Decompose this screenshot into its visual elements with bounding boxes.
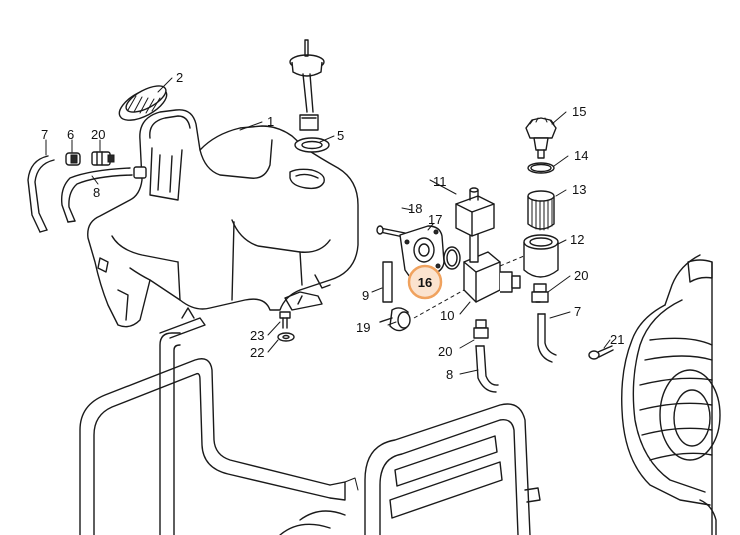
hoses-left bbox=[27, 151, 147, 233]
callout-20-center: 20 bbox=[438, 344, 452, 359]
pump-body bbox=[413, 219, 525, 319]
callout-7-left: 7 bbox=[41, 127, 48, 142]
callout-22: 22 bbox=[250, 345, 264, 360]
callout-14: 14 bbox=[574, 148, 588, 163]
callout-23: 23 bbox=[250, 328, 264, 343]
filler-cap bbox=[118, 85, 168, 121]
callout-8-left: 8 bbox=[93, 185, 100, 200]
callout-2: 2 bbox=[176, 70, 183, 85]
callout-6: 6 bbox=[67, 127, 74, 142]
frame bbox=[79, 307, 541, 535]
highlighted-callout-16[interactable]: 16 bbox=[407, 264, 443, 300]
screw-21 bbox=[588, 345, 614, 360]
callout-16[interactable]: 16 bbox=[418, 275, 432, 290]
callout-12: 12 bbox=[570, 232, 584, 247]
callout-labels: 2 1 5 7 6 20 8 18 17 11 9 19 10 15 14 13… bbox=[41, 70, 624, 382]
hoses-center bbox=[473, 283, 557, 393]
bolt-and-washer bbox=[277, 311, 295, 342]
leader-lines bbox=[45, 77, 611, 375]
vent-cap-assembly bbox=[289, 39, 330, 153]
callout-10: 10 bbox=[440, 308, 454, 323]
callout-18: 18 bbox=[408, 201, 422, 216]
callout-11: 11 bbox=[433, 174, 447, 189]
callout-21: 21 bbox=[610, 332, 624, 347]
callout-7-right: 7 bbox=[574, 304, 581, 319]
callout-15: 15 bbox=[572, 104, 586, 119]
callout-9: 9 bbox=[362, 288, 369, 303]
callout-20-left: 20 bbox=[91, 127, 105, 142]
screw-and-fitting bbox=[376, 225, 411, 332]
callout-1: 1 bbox=[267, 114, 274, 129]
callout-13: 13 bbox=[572, 182, 586, 197]
fuel-tank bbox=[87, 109, 359, 328]
callout-19: 19 bbox=[356, 320, 370, 335]
engine-fan-housing bbox=[621, 254, 721, 535]
callout-20-right: 20 bbox=[574, 268, 588, 283]
filter-stack bbox=[523, 117, 559, 278]
callout-8-center: 8 bbox=[446, 367, 453, 382]
highlight-ring[interactable] bbox=[407, 264, 443, 300]
control-block bbox=[455, 187, 495, 237]
callout-17: 17 bbox=[428, 212, 442, 227]
callout-5: 5 bbox=[337, 128, 344, 143]
